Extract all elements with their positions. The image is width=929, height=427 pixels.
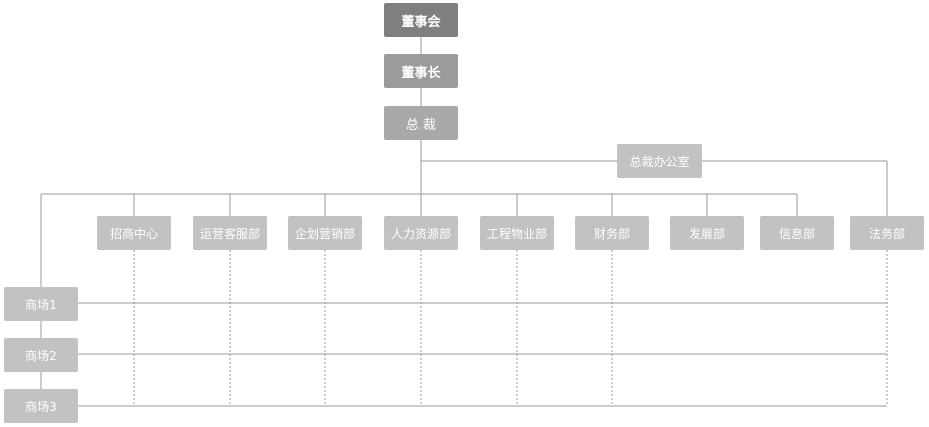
node-board: 董事会 [384,3,458,37]
node-chairman: 董事长 [384,54,458,88]
dept-legal: 法务部 [850,216,924,250]
node-president: 总 裁 [384,106,458,140]
mall-3: 商场3 [4,389,78,423]
node-president-office: 总裁办公室 [617,144,702,178]
mall-2: 商场2 [4,338,78,372]
dept-information: 信息部 [760,216,834,250]
dept-finance: 财务部 [575,216,649,250]
dept-engineering-property: 工程物业部 [480,216,554,250]
dept-human-resources: 人力资源部 [384,216,458,250]
dept-investment-center: 招商中心 [97,216,171,250]
dept-planning-marketing: 企划营销部 [288,216,362,250]
dept-development: 发展部 [670,216,744,250]
dept-operations-service: 运营客服部 [193,216,267,250]
mall-1: 商场1 [4,287,78,321]
